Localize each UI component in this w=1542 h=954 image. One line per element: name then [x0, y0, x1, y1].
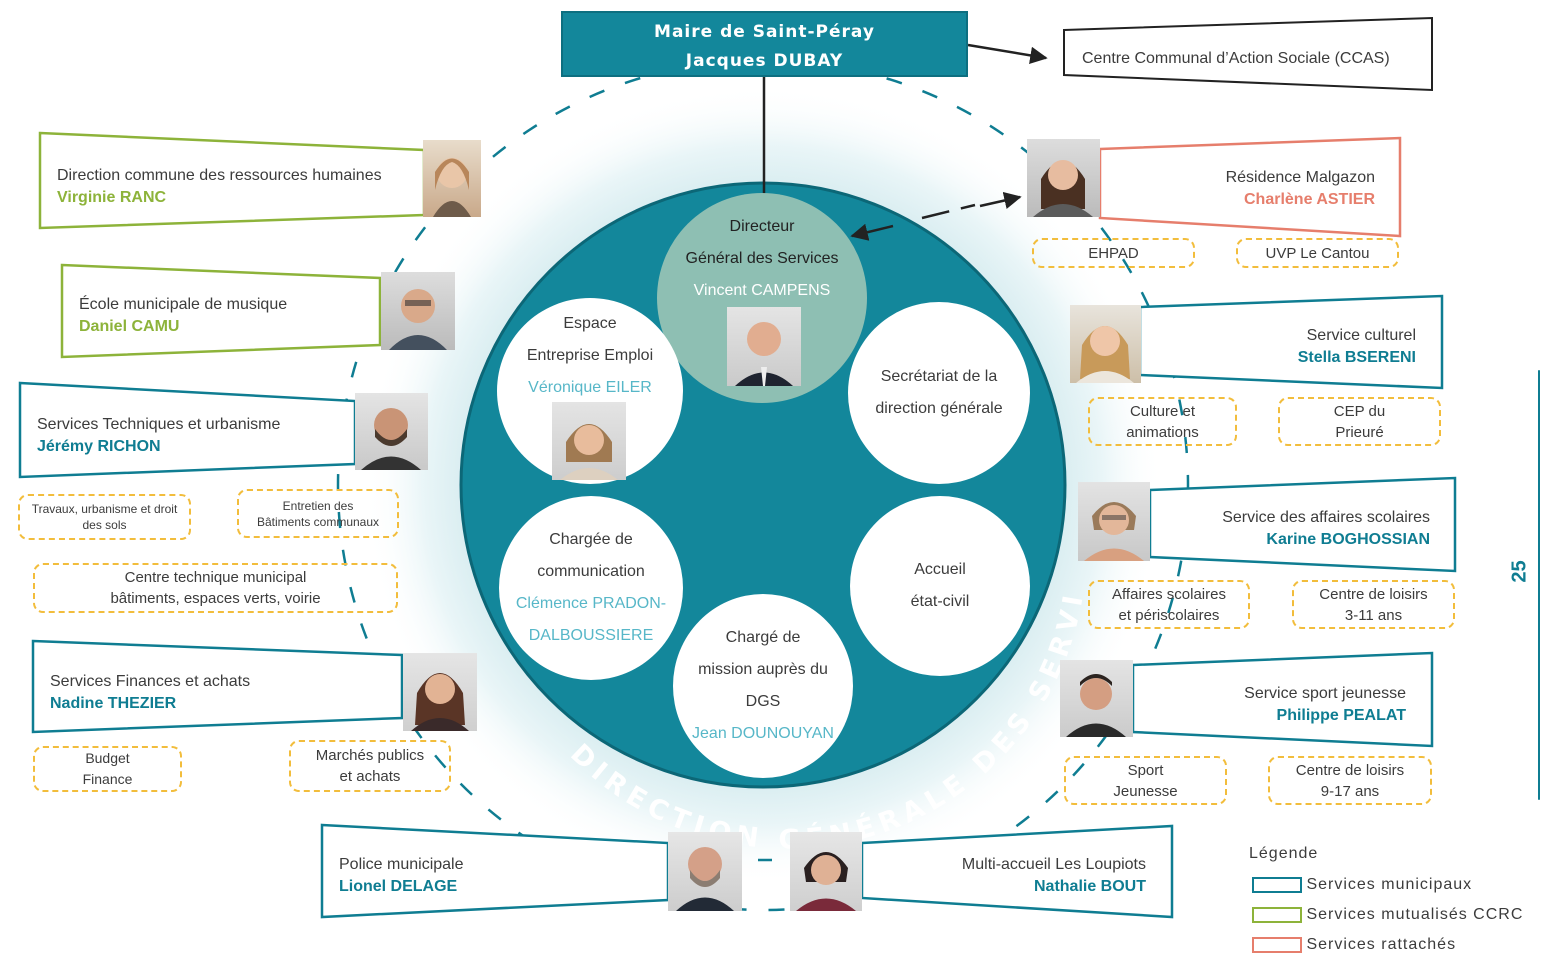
tag-uvp: UVP Le Cantou [1236, 238, 1399, 268]
tag-entretien: Entretien des Bâtiments communaux [237, 489, 399, 538]
espace-title-2: Entreprise Emploi [526, 347, 654, 364]
mission-title-3: DGS [745, 693, 781, 710]
service-police: Police municipale Lionel DELAGE [339, 854, 464, 898]
tag-affaires-scolaires: Affaires scolaires et périscolaires [1088, 580, 1250, 629]
tag-budget: Budget Finance [33, 746, 182, 792]
service-label: Direction commune des ressources humaine… [57, 167, 382, 184]
dgs-title: Directeur [729, 218, 795, 235]
secretariat-title: Secrétariat de la [880, 368, 998, 385]
accueil-node: Accueil état-civil [850, 496, 1030, 676]
avatar-nathalie-bout [790, 832, 862, 911]
service-head: Nathalie BOUT [1033, 878, 1146, 895]
service-residence: Résidence Malgazon Charlène ASTIER [1120, 167, 1375, 211]
mission-title: Chargé de [725, 629, 801, 646]
legend-item-rattaches: Services rattachés [1252, 936, 1456, 954]
legend-label: Services rattachés [1306, 936, 1457, 953]
service-label: Multi-accueil Les Loupiots [961, 856, 1146, 873]
service-multiaccueil: Multi-accueil Les Loupiots Nathalie BOUT [890, 854, 1146, 898]
service-label: Service sport jeunesse [1244, 685, 1406, 702]
tag-marches: Marchés publics et achats [289, 740, 451, 792]
service-head: Karine BOGHOSSIAN [1266, 531, 1430, 548]
service-sport: Service sport jeunesse Philippe PEALAT [1150, 683, 1406, 727]
page-number: 25 [1508, 560, 1531, 583]
communication-title: Chargée de [549, 531, 633, 548]
tag-loisirs-3-11: Centre de loisirs 3-11 ans [1292, 580, 1455, 629]
service-music: École municipale de musique Daniel CAMU [79, 294, 287, 338]
dgs-title-2: Général des Services [685, 250, 839, 267]
mayor-box: Maire de Saint-Péray Jacques DUBAY [561, 11, 968, 77]
arrow-dgs-to-residence [979, 191, 1022, 209]
dashed-ring [336, 58, 1190, 912]
ccas-frame [1063, 16, 1433, 92]
communication-node: Chargée de communication Clémence PRADON… [499, 496, 683, 680]
secretariat-node: Secrétariat de la direction générale [848, 302, 1030, 484]
legend-label: Services municipaux [1306, 876, 1473, 893]
legend-title: Légende [1249, 845, 1319, 862]
avatar-karine-boghossian [1078, 482, 1150, 561]
arrow-to-ccas [967, 43, 1048, 65]
tag-sport-jeunesse: Sport Jeunesse [1064, 756, 1227, 805]
accueil-title-2: état-civil [910, 593, 970, 610]
avatar-virginie-ranc [423, 140, 481, 217]
espace-name: Véronique EILER [528, 379, 652, 396]
tag-centre-technique: Centre technique municipal bâtiments, es… [33, 563, 398, 613]
tag-travaux: Travaux, urbanisme et droit des sols [18, 494, 191, 540]
tag-culture: Culture et animations [1088, 397, 1237, 446]
mission-title-2: mission auprès du [698, 661, 828, 678]
tag-ehpad: EHPAD [1032, 238, 1195, 268]
avatar-vincent-campens [727, 307, 801, 386]
espace-title: Espace [563, 315, 617, 332]
service-label: Police municipale [339, 856, 464, 873]
service-hr: Direction commune des ressources humaine… [57, 165, 382, 209]
avatar-philippe-pealat [1060, 660, 1133, 737]
service-schools: Service des affaires scolaires Karine BO… [1170, 507, 1430, 551]
avatar-daniel-camu [381, 272, 455, 350]
legend-swatch [1252, 876, 1302, 893]
tag-loisirs-9-17: Centre de loisirs 9-17 ans [1268, 756, 1432, 805]
service-label: École municipale de musique [79, 296, 288, 313]
mayor-name: Jacques DUBAY [685, 51, 844, 71]
avatar-veronique-eiler [552, 402, 626, 480]
ccas-label: Centre Communal d’Action Sociale (CCAS) [1082, 50, 1390, 67]
dgs-name: Vincent CAMPENS [693, 282, 831, 299]
mission-name: Jean DOUNOUYAN [692, 725, 834, 742]
legend-swatch [1252, 936, 1302, 953]
service-culture: Service culturel Stella BSERENI [1160, 325, 1416, 369]
service-head: Philippe PEALAT [1276, 707, 1406, 724]
communication-name: Clémence PRADON- [515, 595, 667, 612]
tag-cep: CEP du Prieuré [1278, 397, 1441, 446]
legend-item-mutualises: Services mutualisés CCRC [1252, 906, 1523, 924]
avatar-stella-bsereni [1070, 305, 1141, 383]
service-head: Stella BSERENI [1297, 349, 1416, 366]
communication-name-2: DALBOUSSIERE [528, 627, 654, 644]
communication-title-2: communication [537, 563, 645, 580]
accueil-title: Accueil [914, 561, 966, 578]
avatar-charlene-astier [1027, 139, 1100, 217]
secretariat-title-2: direction générale [875, 400, 1003, 417]
service-label: Services Techniques et urbanisme [37, 416, 281, 433]
avatar-jeremy-richon [355, 393, 428, 470]
service-label: Résidence Malgazon [1225, 169, 1375, 186]
legend-item-municipaux: Services municipaux [1252, 876, 1472, 894]
service-head: Daniel CAMU [79, 318, 180, 335]
arrow-residence-to-dgs [850, 223, 894, 241]
service-label: Service culturel [1306, 327, 1416, 344]
avatar-nadine-thezier [403, 653, 477, 731]
page-rail [1538, 370, 1540, 800]
service-head: Lionel DELAGE [339, 878, 458, 895]
mayor-title: Maire de Saint-Péray [654, 22, 875, 42]
mission-node: Chargé de mission auprès du DGS Jean DOU… [673, 594, 853, 778]
service-finance: Services Finances et achats Nadine THEZI… [50, 671, 250, 715]
legend-label: Services mutualisés CCRC [1306, 906, 1524, 923]
service-label: Service des affaires scolaires [1222, 509, 1430, 526]
service-head: Nadine THEZIER [50, 695, 177, 712]
service-head: Jérémy RICHON [37, 438, 161, 455]
service-technical: Services Techniques et urbanisme Jérémy … [37, 414, 280, 458]
avatar-lionel-delage [668, 832, 742, 911]
service-label: Services Finances et achats [50, 673, 251, 690]
legend-swatch [1252, 906, 1302, 923]
service-head: Virginie RANC [57, 189, 167, 206]
service-head: Charlène ASTIER [1244, 191, 1375, 208]
